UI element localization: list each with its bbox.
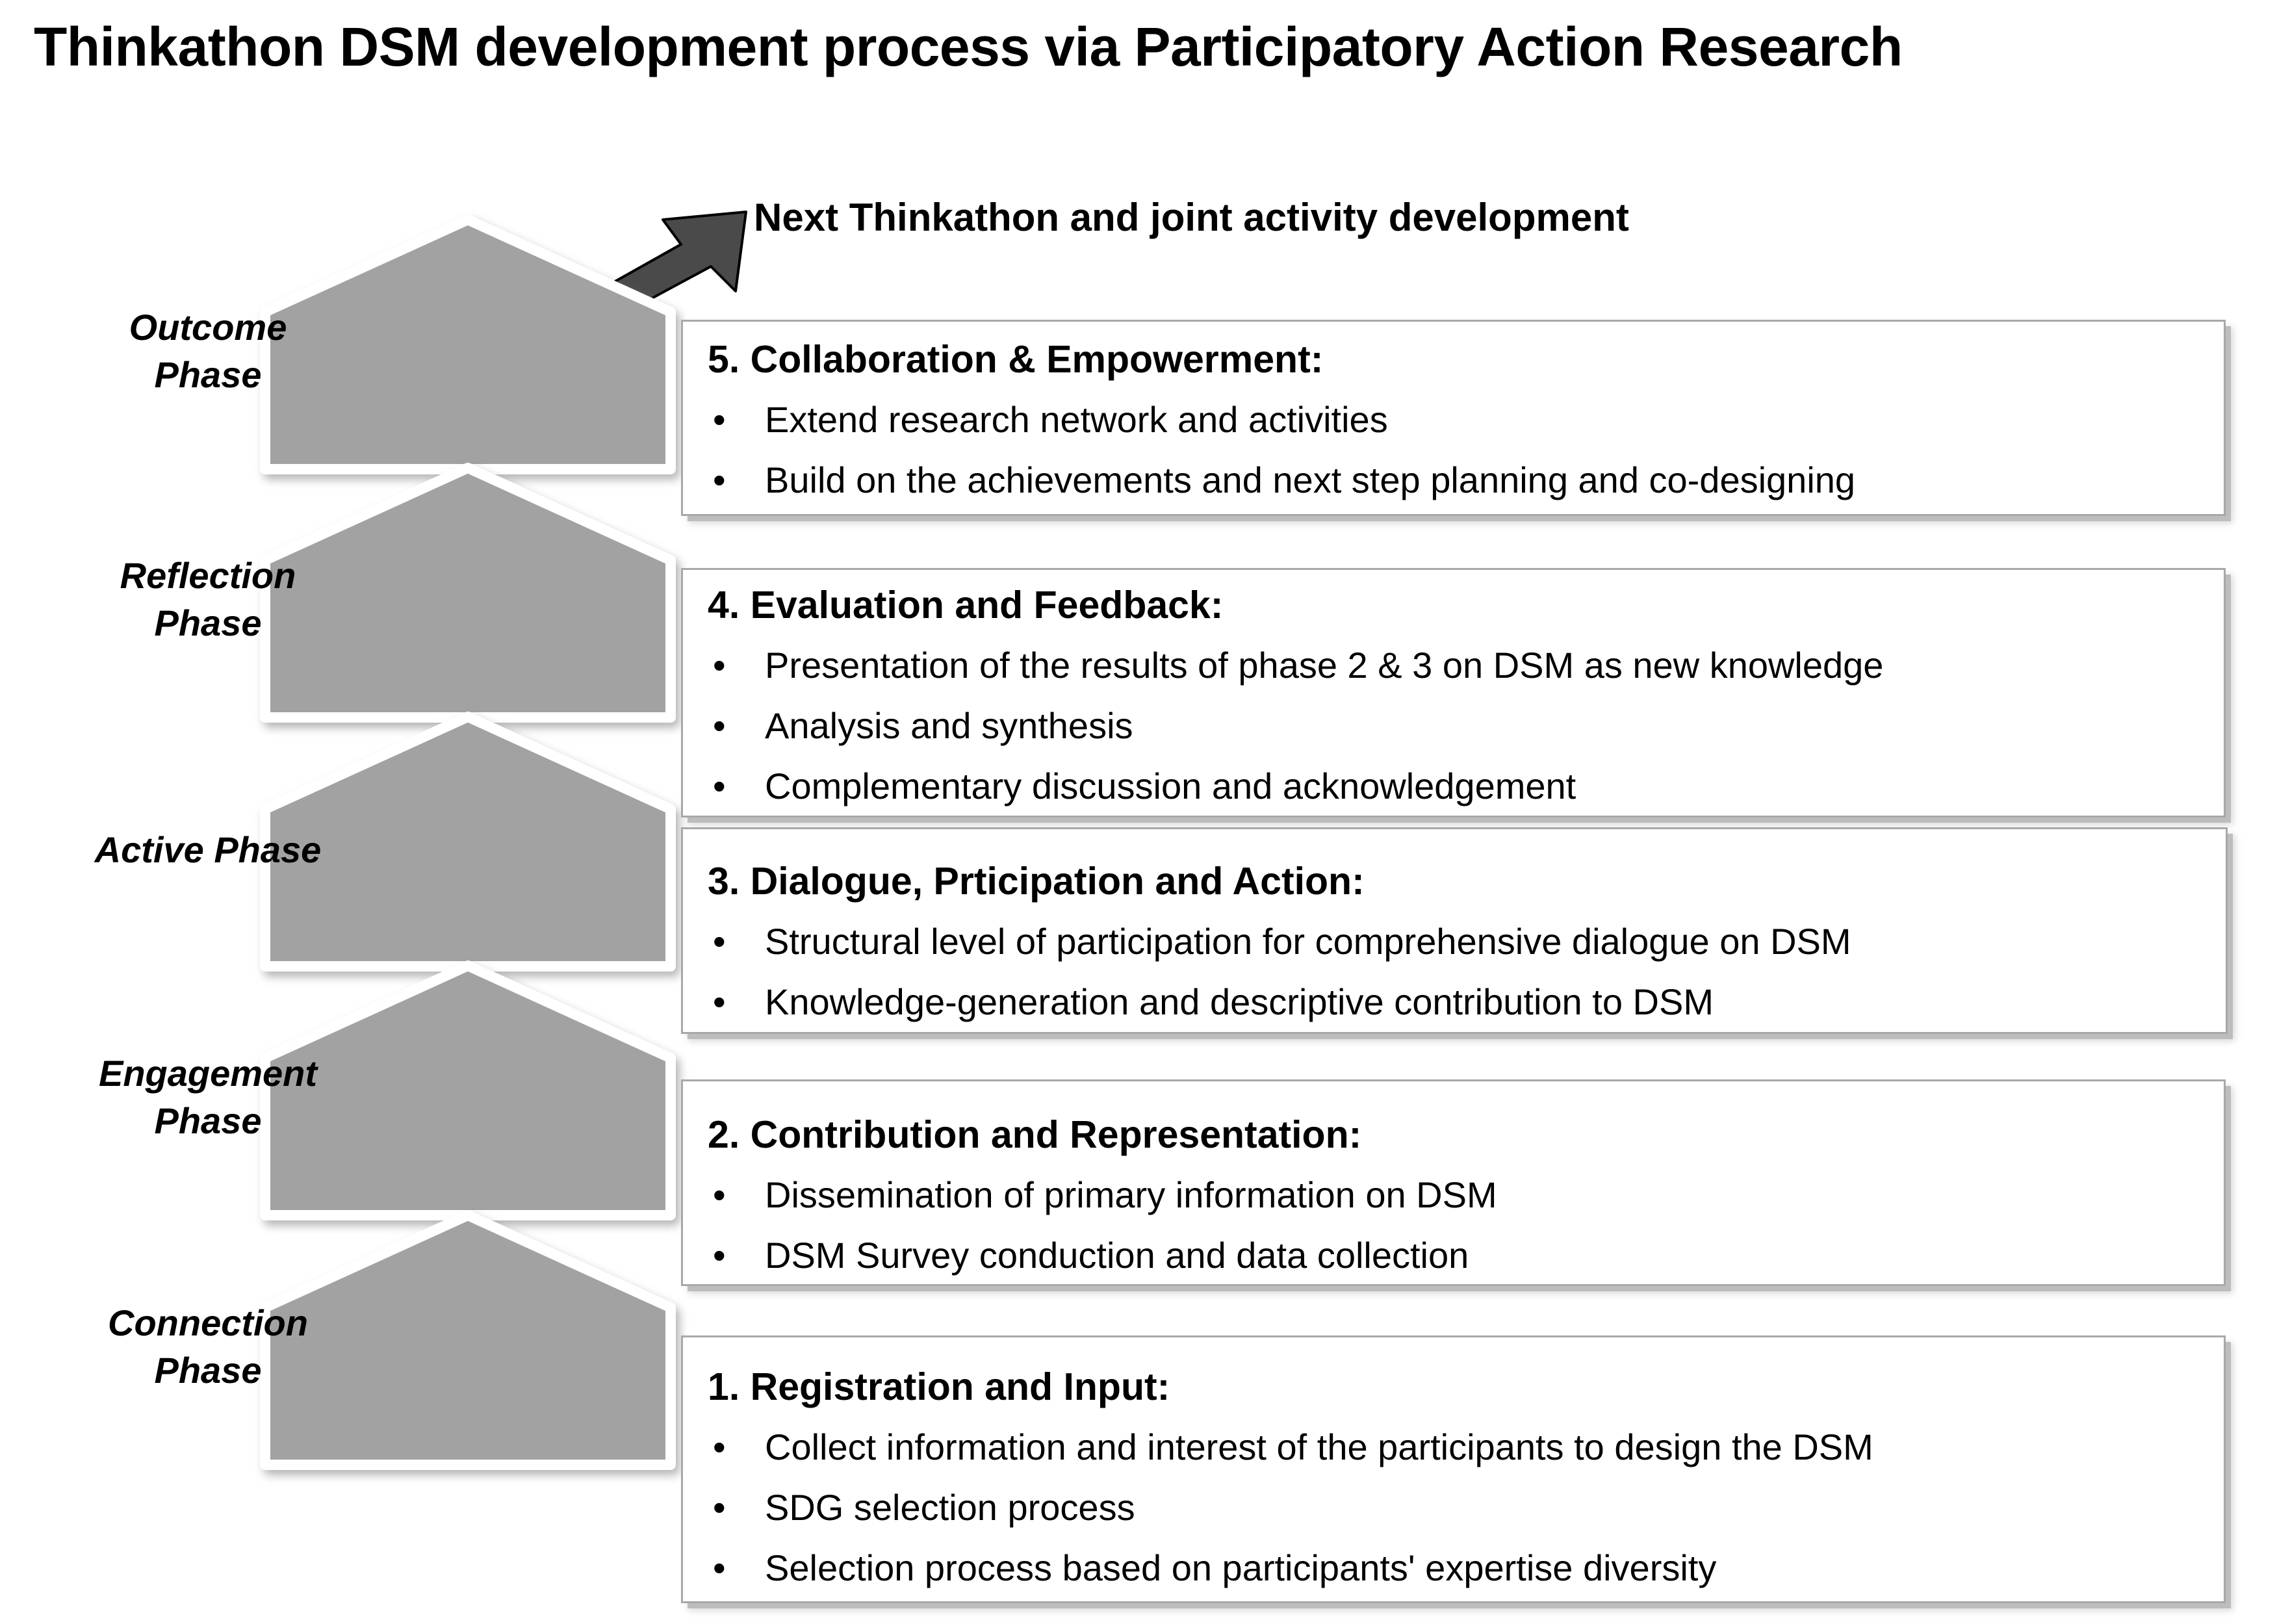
bullet-dot: •: [713, 921, 726, 962]
next-thinkathon-label: Next Thinkathon and joint activity devel…: [754, 196, 1629, 239]
list-item: • Build on the achievements and next ste…: [708, 459, 1855, 501]
bullet-dot: •: [713, 1487, 726, 1528]
list-item: • Knowledge-generation and descriptive c…: [708, 981, 1851, 1023]
bullet-dot: •: [713, 705, 726, 746]
list-item: • Dissemination of primary information o…: [708, 1174, 1497, 1216]
step-1-bullets: • Collect information and interest of th…: [708, 1426, 1873, 1607]
bullet-dot: •: [713, 459, 726, 500]
list-item-text: Analysis and synthesis: [765, 705, 1133, 746]
phase-shape-connection[interactable]: [260, 1210, 676, 1470]
list-item-text: Structural level of participation for co…: [765, 921, 1851, 962]
bullet-dot: •: [713, 981, 726, 1022]
list-item-text: Presentation of the results of phase 2 &…: [765, 645, 1884, 686]
step-2-bullets: • Dissemination of primary information o…: [708, 1174, 1497, 1295]
list-item: • Extend research network and activities: [708, 398, 1855, 441]
step-4-bullets: • Presentation of the results of phase 2…: [708, 644, 1883, 825]
list-item-text: Build on the achievements and next step …: [765, 459, 1856, 500]
bullet-dot: •: [713, 1235, 726, 1276]
list-item: • DSM Survey conduction and data collect…: [708, 1234, 1497, 1276]
step-card-1[interactable]: 1. Registration and Input: • Collect inf…: [681, 1335, 2226, 1603]
step-3-heading: 3. Dialogue, Prticipation and Action:: [708, 860, 1365, 903]
list-item-text: Extend research network and activities: [765, 399, 1388, 440]
bullet-dot: •: [713, 766, 726, 806]
step-card-5[interactable]: 5. Collaboration & Empowerment: • Extend…: [681, 320, 2226, 516]
bullet-dot: •: [713, 645, 726, 686]
step-3-bullets: • Structural level of participation for …: [708, 920, 1851, 1041]
list-item: • Selection process based on participant…: [708, 1547, 1873, 1589]
page-title: Thinkathon DSM development process via P…: [34, 16, 1903, 77]
bullet-dot: •: [713, 1174, 726, 1215]
list-item: • Presentation of the results of phase 2…: [708, 644, 1883, 686]
pentagon-outline: [260, 463, 676, 723]
pentagon-outline: [260, 712, 676, 972]
list-item-text: Knowledge-generation and descriptive con…: [765, 981, 1714, 1022]
list-item-text: Complementary discussion and acknowledge…: [765, 766, 1576, 806]
step-4-heading: 4. Evaluation and Feedback:: [708, 584, 1224, 626]
list-item-text: Selection process based on participants'…: [765, 1547, 1717, 1588]
step-card-4[interactable]: 4. Evaluation and Feedback: • Presentati…: [681, 568, 2226, 818]
pentagon-outline: [260, 1210, 676, 1470]
phase-shape-active[interactable]: [260, 712, 676, 972]
list-item-text: SDG selection process: [765, 1487, 1135, 1528]
phase-shape-reflection[interactable]: [260, 463, 676, 723]
list-item-text: DSM Survey conduction and data collectio…: [765, 1235, 1469, 1276]
list-item-text: Collect information and interest of the …: [765, 1426, 1873, 1467]
step-5-heading: 5. Collaboration & Empowerment:: [708, 338, 1324, 381]
step-5-bullets: • Extend research network and activities…: [708, 398, 1855, 519]
list-item: • Structural level of participation for …: [708, 920, 1851, 962]
pentagon-outline: [260, 960, 676, 1220]
phase-shape-engagement[interactable]: [260, 960, 676, 1220]
step-card-2[interactable]: 2. Contribution and Representation: • Di…: [681, 1079, 2226, 1286]
list-item-text: Dissemination of primary information on …: [765, 1174, 1497, 1215]
step-card-3[interactable]: 3. Dialogue, Prticipation and Action: • …: [681, 827, 2228, 1034]
bullet-dot: •: [713, 399, 726, 440]
list-item: • Collect information and interest of th…: [708, 1426, 1873, 1468]
step-2-heading: 2. Contribution and Representation:: [708, 1113, 1362, 1156]
list-item: • Complementary discussion and acknowled…: [708, 765, 1883, 807]
pentagon-outline: [260, 214, 676, 474]
bullet-dot: •: [713, 1426, 726, 1467]
list-item: • SDG selection process: [708, 1486, 1873, 1528]
list-item: • Analysis and synthesis: [708, 704, 1883, 747]
bullet-dot: •: [713, 1547, 726, 1588]
step-1-heading: 1. Registration and Input:: [708, 1365, 1170, 1408]
phase-shape-outcome[interactable]: [260, 214, 676, 474]
